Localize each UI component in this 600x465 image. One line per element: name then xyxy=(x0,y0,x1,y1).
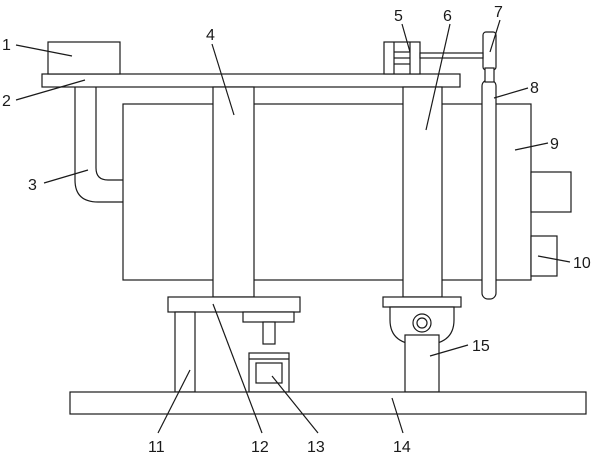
leader-12 xyxy=(212,303,263,434)
left-platform xyxy=(167,296,301,313)
label-1: 1 xyxy=(2,37,11,54)
bracket-rod xyxy=(262,321,276,345)
roller-cap xyxy=(382,296,462,308)
leader-lines xyxy=(15,19,571,434)
leader-6 xyxy=(425,23,451,131)
top-plate xyxy=(41,73,461,88)
label-4: 4 xyxy=(206,27,215,44)
leader-13 xyxy=(271,375,319,434)
small-box-inner xyxy=(255,362,283,384)
label-9: 9 xyxy=(550,136,559,153)
label-13: 13 xyxy=(307,439,325,456)
label-3: 3 xyxy=(28,177,37,194)
leader-3 xyxy=(43,169,89,184)
label-2: 2 xyxy=(2,93,11,110)
leader-11 xyxy=(157,369,191,434)
part-labels: 1 2 3 4 5 6 7 8 9 10 11 12 13 14 15 xyxy=(2,4,591,456)
right-column xyxy=(402,86,443,298)
lower-side-port xyxy=(530,235,558,277)
upper-side-port xyxy=(530,171,572,213)
roller-pin-inner xyxy=(416,317,428,329)
leader-1 xyxy=(15,44,73,57)
label-5: 5 xyxy=(394,8,403,25)
top-box xyxy=(47,41,121,75)
label-7: 7 xyxy=(494,4,503,21)
main-housing xyxy=(122,103,532,281)
leader-9 xyxy=(514,142,549,151)
leader-7 xyxy=(489,19,501,53)
spool xyxy=(383,41,421,75)
leader-15 xyxy=(429,344,469,357)
drive-shaft xyxy=(419,52,484,59)
leader-10 xyxy=(537,255,571,263)
leader-2 xyxy=(15,79,86,101)
base-plate xyxy=(69,391,587,415)
leader-8 xyxy=(493,87,529,99)
leader-4 xyxy=(211,43,235,116)
bracket-upper xyxy=(242,311,295,323)
label-8: 8 xyxy=(530,80,539,97)
label-14: 14 xyxy=(393,439,411,456)
leader-14 xyxy=(391,397,404,434)
label-10: 10 xyxy=(573,255,591,272)
leader-5 xyxy=(401,23,411,53)
bent-pipe xyxy=(74,85,123,203)
label-6: 6 xyxy=(443,8,452,25)
label-11: 11 xyxy=(148,439,165,456)
vertical-rod xyxy=(481,79,497,300)
rod-collar xyxy=(484,67,495,83)
right-support-leg xyxy=(404,334,440,393)
label-15: 15 xyxy=(472,338,490,355)
left-column xyxy=(212,86,255,298)
label-12: 12 xyxy=(251,439,269,456)
